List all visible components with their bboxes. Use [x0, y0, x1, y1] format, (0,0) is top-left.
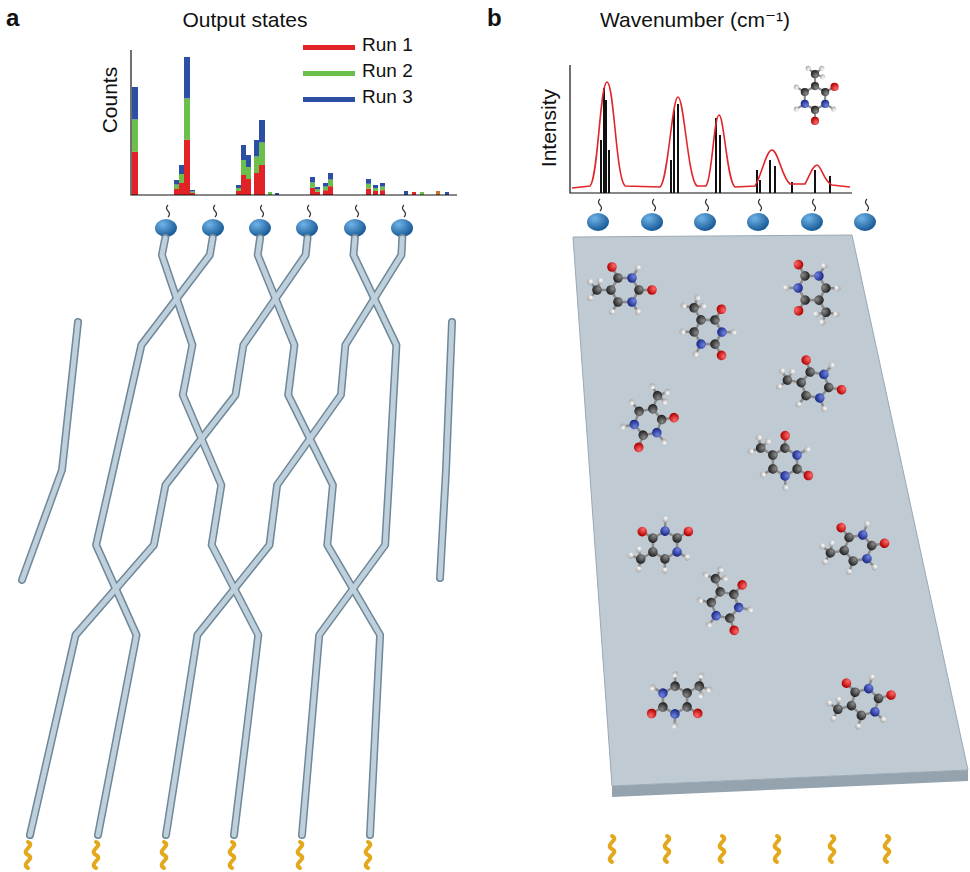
axis-label: Intensity: [537, 89, 561, 167]
panel-letter: b: [487, 4, 502, 32]
spectrum-sticks: [601, 88, 830, 193]
chart-axes: [570, 65, 852, 193]
panel-letter: a: [6, 4, 19, 32]
molecules: [587, 248, 902, 740]
legend-label: Run 1: [362, 34, 413, 56]
chart-title: Output states: [183, 8, 308, 32]
legend-label: Run 2: [362, 60, 413, 82]
chart-title: Wavenumber (cm⁻¹): [600, 8, 790, 32]
waveguide-network: [22, 238, 452, 835]
histogram-bars: [132, 57, 449, 195]
legend-swatch: [303, 45, 355, 50]
spectrum-curve: [572, 82, 850, 188]
detectors: [155, 205, 413, 237]
molecule-inset: [794, 66, 839, 125]
chart-axes: [131, 50, 457, 195]
photons: [26, 842, 371, 868]
slab: [573, 235, 968, 786]
legend-label: Run 3: [362, 86, 413, 108]
legend-swatch: [303, 71, 355, 76]
photons: [610, 836, 890, 862]
detectors: [587, 199, 876, 231]
axis-label: Counts: [98, 67, 122, 134]
legend-swatch: [303, 97, 355, 102]
